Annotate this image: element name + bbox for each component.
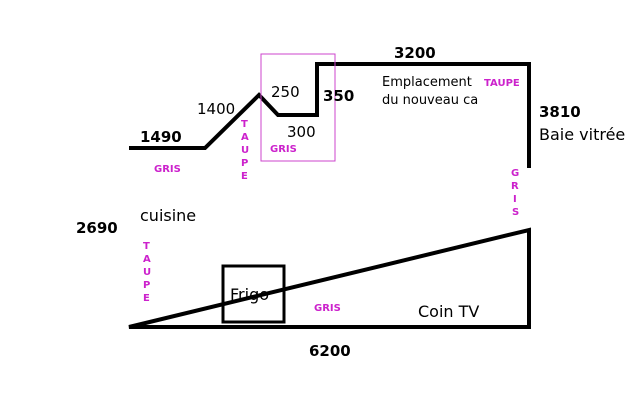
label-taupe-left: T A U P E: [143, 241, 151, 304]
gris-right-letter: S: [512, 207, 519, 218]
taupe-diagonal-letter: P: [241, 158, 248, 169]
label-baie-vitree: Baie vitrée: [539, 125, 625, 144]
dim-left: 2690: [76, 219, 118, 237]
label-gris-right: G R I S: [511, 168, 519, 218]
label-cuisine: cuisine: [140, 206, 196, 225]
dim-notch-inner: 300: [287, 123, 316, 141]
taupe-left-letter: U: [143, 267, 151, 278]
frigo-box: [221, 264, 286, 324]
taupe-left-letter: T: [143, 241, 150, 252]
label-taupe-diagonal: T A U P E: [241, 119, 249, 182]
taupe-diagonal-letter: E: [241, 171, 248, 182]
taupe-diagonal-letter: A: [241, 132, 249, 143]
note-line1-taupe: TAUPE: [484, 78, 520, 89]
dim-diagonal: 1400: [197, 100, 235, 118]
taupe-diagonal-letter: T: [241, 119, 248, 130]
floor-plan-walls: [128, 62, 531, 329]
label-coin-tv: Coin TV: [418, 302, 479, 321]
dim-notch-width: 250: [271, 83, 300, 101]
note-line2: du nouveau ca: [382, 93, 478, 108]
highlight-box: [260, 53, 336, 162]
taupe-left-letter: P: [143, 280, 150, 291]
dim-notch-depth: 350: [323, 87, 354, 105]
gris-right-letter: G: [511, 168, 519, 179]
note-line1: Emplacement TAUPE: [382, 75, 520, 90]
taupe-diagonal-letter: U: [241, 145, 249, 156]
dim-right: 3810: [539, 103, 581, 121]
label-frigo: Frigo: [230, 285, 269, 304]
dim-bottom: 6200: [309, 342, 351, 360]
note-line1-text: Emplacement: [382, 75, 472, 90]
label-gris-notch: GRIS: [270, 144, 297, 155]
dim-left-top: 1490: [140, 128, 182, 146]
taupe-left-letter: E: [143, 293, 150, 304]
dim-top: 3200: [394, 44, 436, 62]
label-gris-bottom: GRIS: [314, 303, 341, 314]
gris-right-letter: I: [513, 194, 517, 205]
label-gris-top-left: GRIS: [154, 164, 181, 175]
gris-right-letter: R: [511, 181, 519, 192]
taupe-left-letter: A: [143, 254, 151, 265]
